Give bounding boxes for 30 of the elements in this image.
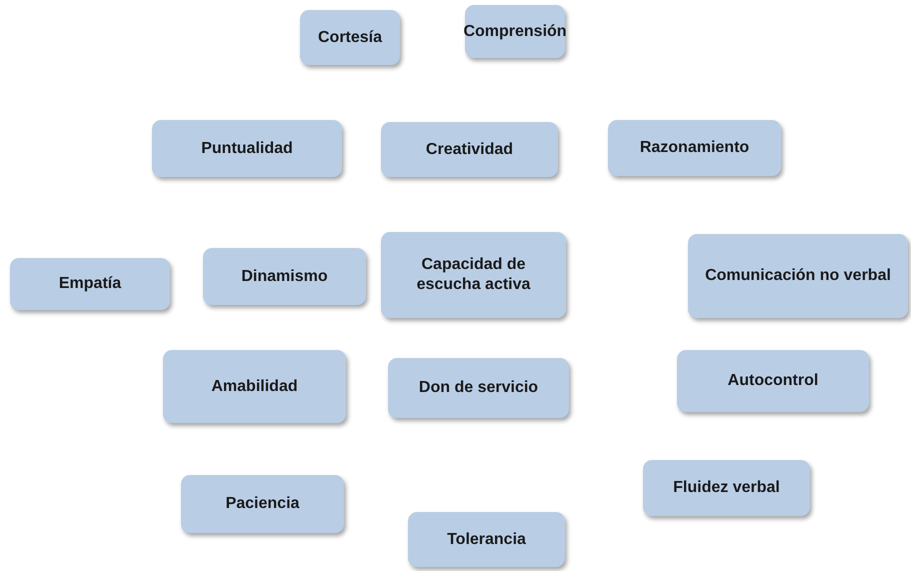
quality-label: Puntualidad [201,138,293,158]
quality-label: Capacidad de escucha activa [416,255,532,295]
quality-label: Amabilidad [211,376,298,396]
quality-box [381,122,558,177]
quality-box [381,232,566,318]
quality-box [388,358,569,418]
quality-box [300,10,400,65]
quality-label: Dinamismo [241,266,328,286]
quality-box [608,120,781,176]
quality-box [152,120,342,177]
quality-label: Comprensión [463,22,567,42]
quality-label: Creatividad [426,140,514,160]
quality-box [163,350,346,423]
quality-label: Tolerancia [447,530,526,550]
quality-box [677,350,869,412]
quality-label: Fluidez verbal [673,478,780,498]
quality-box [181,475,344,533]
quality-box [10,258,170,310]
quality-label: Paciencia [226,494,300,514]
quality-label: Comunicación no verbal [705,266,891,286]
quality-label: Razonamiento [640,138,750,158]
quality-label: Cortesía [318,28,382,48]
quality-label: Autocontrol [728,371,818,391]
quality-label: Don de servicio [418,378,538,398]
quality-box [203,248,366,305]
quality-label: Empatía [58,274,122,294]
quality-box [688,234,908,318]
quality-box [408,512,565,567]
quality-box [643,460,810,516]
quality-box [465,5,565,58]
